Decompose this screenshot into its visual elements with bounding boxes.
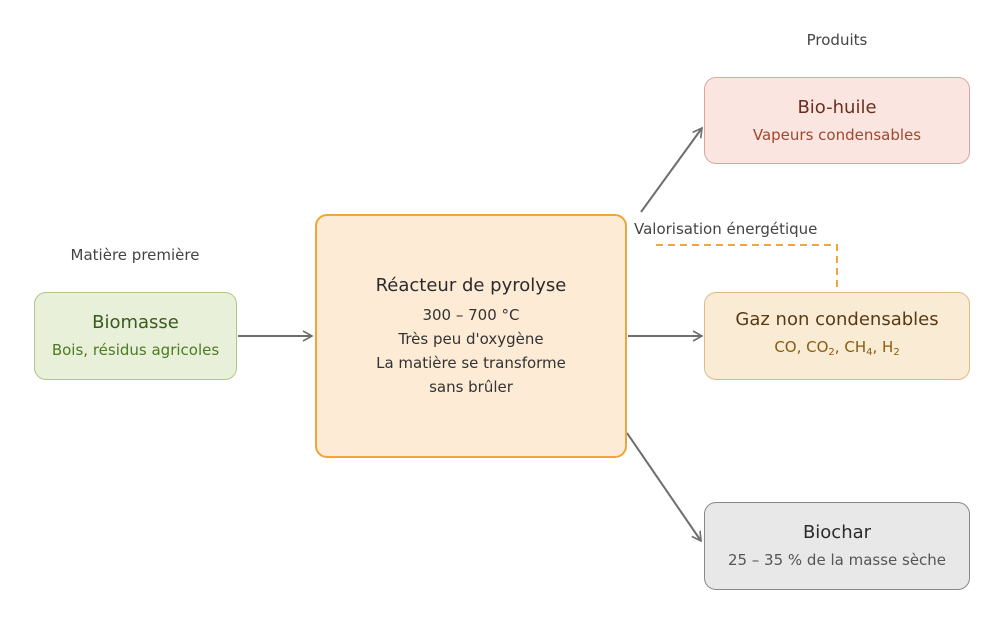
recycle-label: Valorisation énergétique <box>634 220 818 238</box>
node-biooil: Bio-huile Vapeurs condensables <box>704 77 970 164</box>
reactor-line-noburn: sans brûler <box>429 378 513 396</box>
input-header: Matière première <box>70 246 200 264</box>
gas-species-item: CH4 <box>844 338 873 358</box>
gas-species-item: CO2 <box>806 338 835 358</box>
gas-species-item: H2 <box>882 338 900 358</box>
node-reactor: Réacteur de pyrolyse 300 – 700 °C Très p… <box>315 214 627 458</box>
node-biomass-subtitle: Bois, résidus agricoles <box>51 341 220 359</box>
reactor-line-transform: La matière se transforme <box>376 354 566 372</box>
arrow-reactor-to-biooil <box>640 126 703 213</box>
node-biomass: Biomasse Bois, résidus agricoles <box>34 292 237 380</box>
node-biooil-subtitle: Vapeurs condensables <box>752 125 922 144</box>
reactor-line-oxygen: Très peu d'oxygène <box>398 330 544 348</box>
arrow-reactor-to-biochar <box>626 432 702 543</box>
node-biochar-title: Biochar <box>802 522 872 543</box>
node-gas-species: CO, CO2, CH4, H2 <box>774 338 900 358</box>
node-gas-title: Gaz non condensables <box>735 309 939 330</box>
node-biooil-title: Bio-huile <box>797 96 877 118</box>
node-biomass-title: Biomasse <box>92 312 179 333</box>
reactor-line-temperature: 300 – 700 °C <box>422 306 520 324</box>
node-reactor-title: Réacteur de pyrolyse <box>375 275 567 296</box>
dashed-recycle-line <box>656 244 838 292</box>
output-header: Produits <box>806 31 868 49</box>
node-biochar: Biochar 25 – 35 % de la masse sèche <box>704 502 970 590</box>
gas-species-item: CO <box>774 338 797 356</box>
node-gas: Gaz non condensables CO, CO2, CH4, H2 <box>704 292 970 380</box>
node-biochar-subtitle: 25 – 35 % de la masse sèche <box>727 551 947 569</box>
